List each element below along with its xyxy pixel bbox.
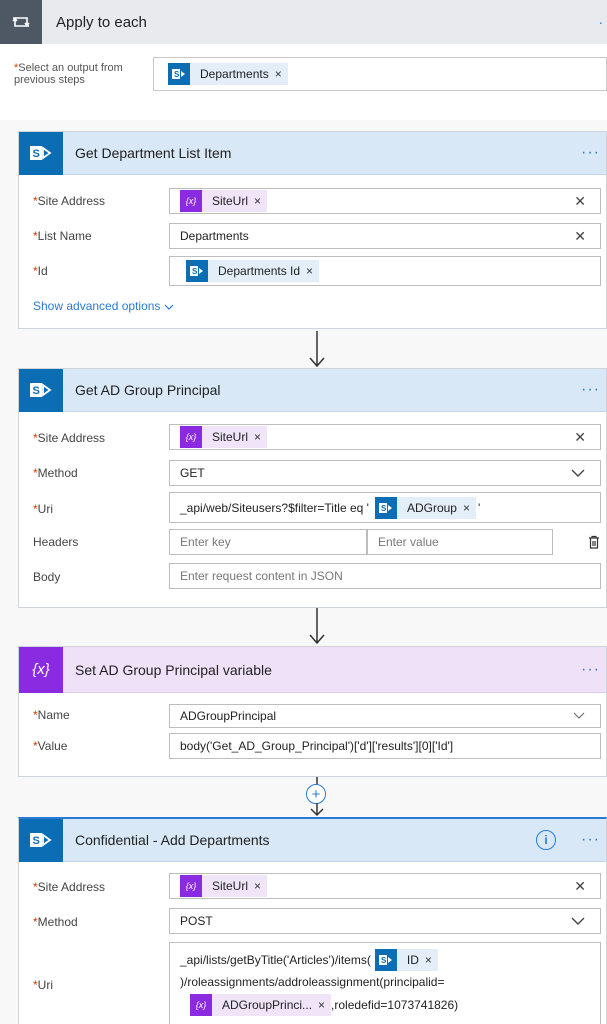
site-address-input[interactable]: {x}SiteUrl× ✕: [169, 424, 601, 450]
remove-token-icon[interactable]: ×: [306, 264, 314, 278]
adgroupprincipal-token[interactable]: {x}ADGroupPrinci...×: [190, 994, 332, 1016]
svg-text:S: S: [33, 835, 40, 847]
siteurl-token[interactable]: {x}SiteUrl×: [180, 190, 268, 212]
connector-line: [316, 777, 318, 785]
header-key-input[interactable]: Enter key: [169, 529, 367, 555]
info-icon[interactable]: i: [536, 830, 556, 850]
trash-icon[interactable]: [587, 535, 601, 549]
show-advanced-options-link[interactable]: Show advanced options: [33, 299, 174, 313]
clear-icon[interactable]: ✕: [574, 429, 586, 445]
apply-to-each-title: Apply to each: [56, 13, 147, 31]
flow-arrow-icon: [309, 331, 325, 368]
remove-token-icon[interactable]: ×: [274, 67, 282, 81]
more-options-icon[interactable]: ···: [581, 831, 600, 848]
confidential-add-departments-card: S Confidential - Add Departments i ··· *…: [18, 817, 607, 1024]
get-ad-group-principal-card: S Get AD Group Principal ··· *Site Addre…: [18, 368, 607, 608]
siteurl-token[interactable]: {x}SiteUrl×: [180, 426, 268, 448]
more-options-icon[interactable]: ···: [581, 661, 600, 678]
svg-text:S: S: [192, 267, 198, 276]
card-header[interactable]: S Confidential - Add Departments i ···: [19, 818, 606, 862]
chevron-down-icon: [573, 712, 585, 719]
card-title: Get AD Group Principal: [75, 382, 221, 398]
body-input[interactable]: Enter request content in JSON: [169, 563, 601, 589]
siteurl-token[interactable]: {x}SiteUrl×: [180, 875, 268, 897]
remove-token-icon[interactable]: ×: [462, 500, 470, 515]
add-step-icon[interactable]: +: [306, 784, 326, 804]
variable-icon: {x}: [180, 190, 202, 212]
sharepoint-icon: S: [19, 818, 63, 862]
flow-arrow-icon: [309, 608, 325, 645]
chevron-down-icon: [571, 469, 585, 477]
header-value-input[interactable]: Enter value: [367, 529, 553, 555]
method-select[interactable]: POST: [169, 908, 601, 934]
svg-text:S: S: [33, 148, 40, 160]
variable-icon: {x}: [19, 646, 63, 693]
svg-text:S: S: [33, 385, 40, 397]
remove-token-icon[interactable]: ×: [424, 953, 432, 967]
site-address-input[interactable]: {x}SiteUrl× ✕: [169, 188, 601, 214]
clear-icon[interactable]: ✕: [574, 193, 586, 209]
sharepoint-icon: S: [186, 260, 208, 282]
card-title: Set AD Group Principal variable: [75, 661, 272, 678]
remove-token-icon[interactable]: ×: [254, 879, 262, 893]
name-select[interactable]: ADGroupPrincipal: [169, 704, 601, 728]
svg-text:S: S: [381, 956, 387, 965]
more-dot-icon[interactable]: ·: [598, 14, 603, 30]
more-options-icon[interactable]: ···: [581, 144, 600, 161]
clear-icon[interactable]: ✕: [574, 878, 586, 894]
chevron-down-icon: [571, 917, 585, 925]
apply-to-each-header[interactable]: Apply to each ·: [0, 0, 607, 44]
remove-token-icon[interactable]: ×: [254, 194, 262, 208]
chevron-down-icon: [164, 304, 174, 310]
variable-icon: {x}: [190, 994, 212, 1016]
card-header[interactable]: {x} Set AD Group Principal variable ···: [19, 646, 606, 693]
sharepoint-icon: S: [374, 496, 397, 519]
svg-text:S: S: [174, 70, 180, 79]
sharepoint-icon: S: [19, 131, 63, 175]
sharepoint-icon: S: [168, 63, 190, 85]
variable-icon: {x}: [180, 426, 202, 448]
uri-input[interactable]: _api/lists/getByTitle('Articles')/items(…: [169, 942, 601, 1024]
loop-icon: [0, 0, 42, 44]
method-select[interactable]: GET: [169, 460, 601, 486]
list-name-input[interactable]: Departments✕: [169, 223, 601, 249]
site-address-input[interactable]: {x}SiteUrl× ✕: [169, 873, 601, 899]
variable-icon: {x}: [180, 875, 202, 897]
sharepoint-icon: S: [374, 949, 397, 971]
card-header[interactable]: S Get AD Group Principal ···: [19, 368, 606, 412]
departments-token[interactable]: S Departments×: [168, 63, 288, 85]
remove-token-icon[interactable]: ×: [254, 430, 262, 444]
card-title: Get Department List Item: [75, 145, 232, 161]
svg-text:S: S: [381, 504, 387, 513]
select-output-input[interactable]: S Departments×: [153, 57, 607, 91]
remove-token-icon[interactable]: ×: [318, 998, 326, 1012]
flow-arrow-icon: [310, 803, 324, 817]
more-options-icon[interactable]: ···: [581, 381, 600, 398]
select-output-label: *Select an output from previous steps: [14, 62, 123, 86]
select-output-row: *Select an output from previous steps S …: [0, 44, 607, 120]
set-ad-group-principal-variable-card: {x} Set AD Group Principal variable ··· …: [18, 646, 607, 777]
value-input[interactable]: body('Get_AD_Group_Principal')['d']['res…: [169, 733, 601, 759]
sharepoint-icon: S: [19, 368, 63, 412]
card-header[interactable]: S Get Department List Item ···: [19, 131, 606, 175]
clear-icon[interactable]: ✕: [574, 228, 586, 244]
get-department-list-item-card: S Get Department List Item ··· *Site Add…: [18, 131, 607, 329]
card-title: Confidential - Add Departments: [75, 832, 270, 848]
